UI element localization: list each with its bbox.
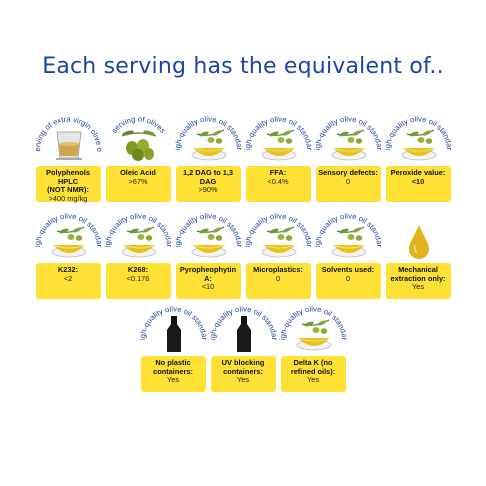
metric-value: <0.4% bbox=[267, 176, 289, 186]
metric-value: Yes bbox=[306, 375, 320, 385]
metric-label-box: Polyphenols HPLC(NOT NMR):>400 mg/kg bbox=[35, 166, 101, 203]
metric-name: 1,2 DAG to 1,3 DAG bbox=[182, 168, 234, 186]
metric-value: Yes bbox=[411, 282, 425, 292]
metric-name: refined oils): bbox=[290, 366, 336, 376]
polyphenol-glass-icon bbox=[55, 131, 82, 160]
metric-value: 0 bbox=[345, 273, 351, 283]
metric-name: UV blocking bbox=[221, 358, 265, 367]
metric-name: K268: bbox=[127, 265, 149, 274]
dark-bottle-icon bbox=[236, 316, 251, 352]
metric-label-box: Pyropheophytin A:<10 bbox=[175, 263, 241, 299]
olive-oil-bowl-icon bbox=[51, 226, 86, 258]
metric-row-3: high-quality olive oil standard No plasti… bbox=[0, 291, 486, 392]
olive-oil-bowl-icon bbox=[261, 129, 296, 161]
metric-name: Peroxide value: bbox=[390, 168, 446, 177]
arc-caption: high-quality olive oil standard bbox=[242, 101, 313, 151]
metric-value: <10 bbox=[411, 176, 425, 186]
metric-name: FFA: bbox=[269, 168, 287, 177]
metric-card: high-quality olive oil standardDelta K (… bbox=[277, 291, 349, 392]
metric-value: <2 bbox=[63, 273, 73, 283]
metric-value: Yes bbox=[236, 375, 250, 385]
metric-label-box: Oleic Acid>67% bbox=[105, 166, 171, 202]
metric-value: >400 mg/kg bbox=[48, 193, 88, 203]
metric-label-box: FFA:<0.4% bbox=[245, 166, 311, 202]
metric-name: Oleic Acid bbox=[120, 168, 156, 177]
metric-name: (NOT NMR): bbox=[47, 185, 89, 195]
oil-drop-icon bbox=[408, 225, 429, 259]
olive-oil-bowl-icon bbox=[296, 319, 331, 351]
metric-name: Pyropheophytin A: bbox=[179, 265, 237, 283]
metric-name: containers: bbox=[153, 366, 193, 376]
arc-caption: high-quality olive oil standard bbox=[382, 101, 453, 151]
olive-oil-bowl-icon bbox=[331, 129, 366, 161]
metric-label-box: Sensory defects:0 bbox=[315, 166, 381, 202]
metric-label-box: Microplastics:0 bbox=[245, 263, 311, 299]
olives-icon bbox=[121, 130, 156, 161]
arc-caption: high-quality olive oil standard bbox=[242, 198, 313, 248]
metric-value: >90% bbox=[198, 185, 218, 195]
olive-oil-bowl-icon bbox=[191, 226, 226, 258]
olive-oil-bowl-icon bbox=[261, 226, 296, 258]
metric-name: K232: bbox=[57, 265, 79, 274]
arc-caption: high-quality olive oil standard bbox=[102, 198, 173, 248]
metric-value: >67% bbox=[128, 176, 148, 186]
arc-caption: high-quality olive oil standard bbox=[32, 198, 103, 248]
metric-name: No plastic bbox=[155, 358, 191, 367]
page-title: Each serving has the equivalent of.. bbox=[42, 54, 444, 79]
arc-caption: high-quality olive oil standard bbox=[277, 291, 348, 341]
olive-oil-bowl-icon bbox=[401, 129, 436, 161]
arc-caption: high-quality olive oil standard bbox=[172, 198, 243, 248]
metric-label-box: Peroxide value:<10 bbox=[385, 166, 451, 202]
arc-caption: serving of olives bbox=[109, 114, 167, 135]
olive-oil-bowl-icon bbox=[121, 226, 156, 258]
metric-value: 0 bbox=[275, 273, 281, 283]
metric-card: high-quality olive oil standard 1,2 DAG t… bbox=[172, 101, 244, 202]
metric-name: Sensory defects: bbox=[318, 168, 378, 177]
metric-name: Solvents used: bbox=[321, 265, 375, 274]
metric-label-box: 1,2 DAG to 1,3 DAG>90% bbox=[175, 166, 241, 202]
arc-caption: high-quality olive oil standard bbox=[312, 101, 383, 151]
metric-name: Polyphenols HPLC bbox=[46, 168, 90, 186]
metric-name: containers: bbox=[223, 366, 263, 376]
metric-name: extraction only: bbox=[390, 273, 446, 283]
metric-name: Microplastics: bbox=[253, 265, 303, 274]
metric-label-box: Solvents used:0 bbox=[315, 263, 381, 299]
arc-caption: high-quality olive oil standard bbox=[172, 101, 243, 151]
metric-value: Yes bbox=[166, 375, 180, 385]
metric-name: Delta K (no bbox=[293, 358, 333, 367]
metric-name: Mechanical bbox=[398, 265, 438, 274]
metric-value: <10 bbox=[201, 282, 215, 292]
metric-label-box: K232:<2 bbox=[35, 263, 101, 299]
metric-value: 0 bbox=[345, 176, 351, 186]
metric-card: high-quality olive oil standardNo plasti… bbox=[137, 291, 209, 392]
arc-caption: high-quality olive oil standard bbox=[312, 198, 383, 248]
olive-oil-bowl-icon bbox=[191, 129, 226, 161]
metric-label-box: K268:<0.176 bbox=[105, 263, 171, 299]
dark-bottle-icon bbox=[166, 316, 181, 352]
metric-value: <0.176 bbox=[126, 273, 150, 283]
metric-card: high-quality olive oil standardUV blocki… bbox=[207, 291, 279, 392]
olive-oil-bowl-icon bbox=[331, 226, 366, 258]
